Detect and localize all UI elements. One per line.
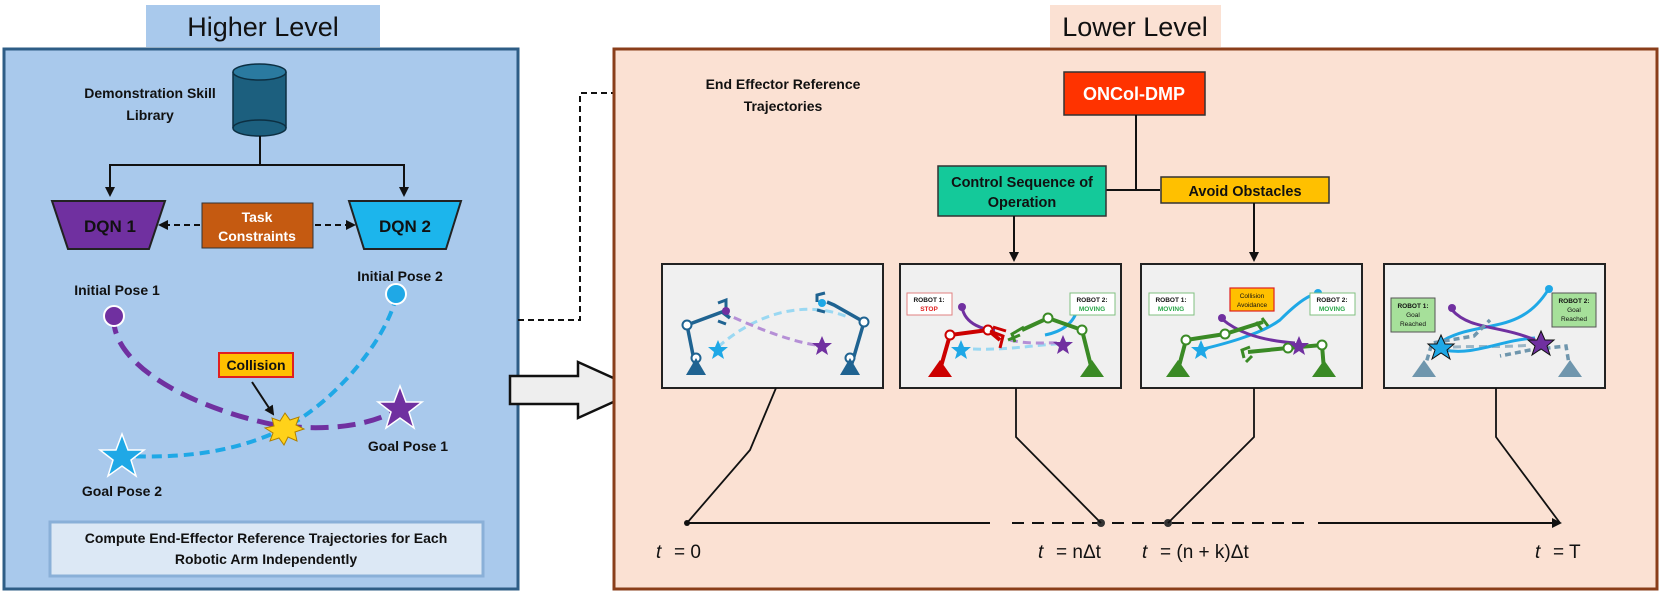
panel2-robot1-state: STOP [920,306,938,313]
panel3-collision-line2: Avoidance [1237,302,1268,309]
time-label-start-var: t [656,542,662,563]
higher-level-heading: Higher Level [187,12,339,42]
panel4-robot1-state-line1: Goal [1406,312,1420,319]
oncol-dmp-box [1063,71,1206,116]
dqn2-label: DQN 2 [379,217,431,236]
time-label-nk-var: t [1142,542,1148,563]
time-label-start-value: = 0 [674,542,701,563]
trajectory-1 [111,315,399,431]
goal-pose-2-label: Goal Pose 2 [82,483,162,499]
snapshot-panel-3 [1140,263,1363,389]
time-label-n-value: = nΔt [1056,542,1102,563]
control-sequence-line2: Operation [988,195,1056,211]
panel4-robot1-state-line2: Reached [1400,321,1426,328]
lower-level-heading-bg [1050,5,1221,47]
initial-pose-2-marker [385,283,407,305]
timeline [684,387,1562,528]
panel3-robot1-state: MOVING [1158,306,1184,313]
task-constraints-line2: Constraints [218,228,296,244]
db-to-dqn2-arrow [260,164,409,197]
dqn1-label: DQN 1 [84,217,136,236]
database-icon [232,63,287,137]
snapshot-panel-1 [661,263,884,389]
reference-trajectory-arrow [518,88,1060,321]
summary-line2: Robotic Arm Independently [175,551,357,567]
summary-line1: Compute End-Effector Reference Trajector… [85,530,448,546]
avoid-obstacles-box [1160,176,1330,204]
db-to-dqn1-arrow [105,136,261,197]
control-sequence-line1: Control Sequence of [951,175,1093,191]
time-label-end-var: t [1535,542,1541,563]
panel3-robot2-state: MOVING [1319,306,1345,313]
time-label-nk-value: = (n + k)Δt [1160,542,1249,563]
panel4-robot2-label: ROBOT 2: [1558,298,1589,305]
lower-level-heading: Lower Level [1062,12,1208,42]
library-label-line1: Demonstration Skill [84,85,215,101]
collision-label: Collision [226,357,285,373]
snapshot-panel-4 [1383,263,1606,389]
goal-pose-1-label: Goal Pose 1 [368,438,448,454]
panel3-robot2-label: ROBOT 2: [1316,297,1347,304]
collision-arrow [251,381,275,416]
panel4-robot2-state-line1: Goal [1567,307,1581,314]
reference-label-line2: Trajectories [744,98,823,114]
collision-burst-icon [263,412,306,446]
summary-box [48,520,485,578]
task-constraints-line1: Task [242,209,273,225]
task-constraints-box [201,202,314,249]
avoid-obstacles-label: Avoid Obstacles [1188,184,1301,200]
higher-level-heading-bg [146,5,380,47]
hierarchy-arrow-icon [508,360,644,420]
collision-label-box [218,352,294,378]
panel3-robot1-label: ROBOT 1: [1155,297,1186,304]
goal-pose-1-star [375,383,425,430]
panel2-robot2-label: ROBOT 2: [1076,297,1107,304]
panel2-robot2-state: MOVING [1079,306,1105,313]
oncol-dmp-label: ONCol-DMP [1083,84,1185,104]
panel3-collision-line1: Collision [1240,293,1265,300]
control-sequence-box [937,165,1107,217]
library-label-line2: Library [126,107,174,123]
initial-pose-1-marker [103,305,125,327]
goal-pose-2-star [97,431,147,478]
dqn1-block [50,200,167,250]
time-label-n-var: t [1038,542,1044,563]
initial-pose-2-label: Initial Pose 2 [357,268,443,284]
panel2-robot1-label: ROBOT 1: [913,297,944,304]
oncol-connector [1105,115,1160,191]
reference-label-line1: End Effector Reference [706,76,861,92]
time-label-end-value: = T [1553,542,1581,563]
initial-pose-1-label: Initial Pose 1 [74,282,160,298]
panel4-robot2-state-line2: Reached [1561,316,1587,323]
dqn2-block [347,200,463,250]
panel4-robot1-label: ROBOT 1: [1397,303,1428,310]
snapshot-panel-2 [899,263,1122,389]
